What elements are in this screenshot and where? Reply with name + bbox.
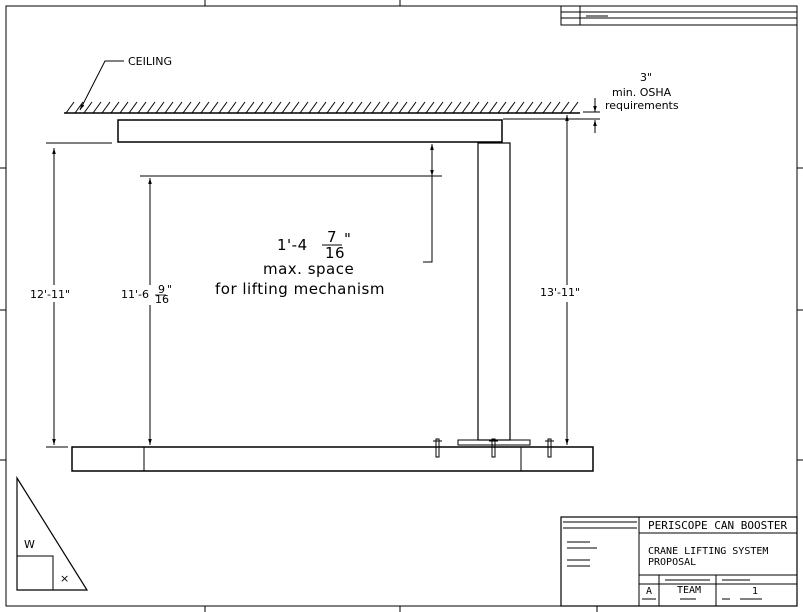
hatch-mark xyxy=(128,101,138,114)
hatch-mark xyxy=(398,101,408,114)
support-column xyxy=(457,142,531,446)
hatch-mark xyxy=(137,101,147,114)
hatch-mark xyxy=(470,101,480,114)
svg-text:": " xyxy=(167,283,172,296)
max-space-value: 1'-4 7 16 " xyxy=(277,228,351,262)
hatch-mark xyxy=(218,101,228,114)
revision-block xyxy=(560,5,798,26)
hatch-mark xyxy=(317,101,327,114)
hatch-mark xyxy=(308,101,318,114)
hatch-mark xyxy=(245,101,255,114)
triangle-w-label: W xyxy=(24,538,35,551)
triangle-x-mark: × xyxy=(60,572,69,585)
hatch-mark xyxy=(227,101,237,114)
hatch-mark xyxy=(335,101,345,114)
inner-height-dimension: 11'-6 9 16 " xyxy=(121,178,172,445)
sheet-number: 1 xyxy=(752,586,758,597)
hatch-mark xyxy=(362,101,372,114)
hatch-mark xyxy=(92,101,102,114)
svg-text:9: 9 xyxy=(158,283,165,296)
left-height-dimension: 12'-11" xyxy=(30,142,112,448)
inner-height-label: 11'-6 9 16 " xyxy=(121,283,172,306)
hatch-mark xyxy=(272,101,282,114)
hatch-mark xyxy=(542,101,552,114)
title-block: PERISCOPE CAN BOOSTER CRANE LIFTING SYST… xyxy=(560,516,798,607)
right-height-dimension: 13'-11" xyxy=(540,115,580,448)
hatch-mark xyxy=(236,101,246,114)
hatch-mark xyxy=(515,101,525,114)
hatch-mark xyxy=(83,101,93,114)
hatch-mark xyxy=(569,101,579,114)
hatch-mark xyxy=(299,101,309,114)
left-height-label: 12'-11" xyxy=(30,288,70,301)
hatch-mark xyxy=(101,101,111,114)
hatch-mark xyxy=(182,101,192,114)
svg-text:7: 7 xyxy=(327,228,337,246)
ceiling-label: CEILING xyxy=(128,55,172,68)
orientation-triangle: W × xyxy=(16,475,89,591)
hatch-mark xyxy=(326,101,336,114)
hatch-mark xyxy=(479,101,489,114)
hatch-mark xyxy=(263,101,273,114)
anchor-bolts xyxy=(433,438,554,458)
hatch-mark xyxy=(551,101,561,114)
svg-text:16: 16 xyxy=(155,293,169,306)
base-platform xyxy=(71,446,594,472)
ceiling-hatch xyxy=(64,101,580,114)
hatch-mark xyxy=(488,101,498,114)
hatch-mark xyxy=(119,101,129,114)
hatch-mark xyxy=(497,101,507,114)
hatch-mark xyxy=(200,101,210,114)
hatch-mark xyxy=(110,101,120,114)
hatch-mark xyxy=(524,101,534,114)
svg-text:11'-6: 11'-6 xyxy=(121,288,149,301)
hatch-mark xyxy=(533,101,543,114)
hatch-mark xyxy=(434,101,444,114)
max-space-line2: for lifting mechanism xyxy=(215,280,385,298)
clearance-value: 3" xyxy=(640,71,652,84)
hatch-mark xyxy=(443,101,453,114)
clearance-dimension: 3" min. OSHA requirements xyxy=(503,71,679,133)
hatch-mark xyxy=(425,101,435,114)
team-label: TEAM xyxy=(677,585,701,596)
svg-text:": " xyxy=(344,230,351,248)
hatch-mark xyxy=(155,101,165,114)
hatch-mark xyxy=(407,101,417,114)
hatch-mark xyxy=(191,101,201,114)
ceiling-callout: CEILING xyxy=(79,55,172,111)
hatch-mark xyxy=(560,101,570,114)
drawing-title-line1: CRANE LIFTING SYSTEM xyxy=(648,546,768,557)
clearance-line2: requirements xyxy=(605,99,679,112)
hatch-mark xyxy=(254,101,264,114)
crane-beam xyxy=(117,119,503,143)
svg-text:16: 16 xyxy=(325,244,345,262)
hatch-mark xyxy=(209,101,219,114)
hatch-mark xyxy=(290,101,300,114)
project-name: PERISCOPE CAN BOOSTER xyxy=(648,519,787,532)
clearance-line1: min. OSHA xyxy=(612,86,672,99)
hatch-mark xyxy=(344,101,354,114)
right-height-label: 13'-11" xyxy=(540,286,580,299)
hatch-mark xyxy=(461,101,471,114)
hatch-mark xyxy=(74,101,84,114)
hatch-mark xyxy=(371,101,381,114)
hatch-mark xyxy=(416,101,426,114)
hatch-mark xyxy=(353,101,363,114)
max-space-line1: max. space xyxy=(263,260,354,278)
max-space-dimension: 1'-4 7 16 " max. space for lifting mecha… xyxy=(140,144,442,298)
hatch-mark xyxy=(146,101,156,114)
hatch-mark xyxy=(452,101,462,114)
hatch-mark xyxy=(281,101,291,114)
svg-text:1'-4: 1'-4 xyxy=(277,236,308,254)
hatch-mark xyxy=(65,101,75,114)
sheet-size: A xyxy=(646,586,652,597)
hatch-mark xyxy=(173,101,183,114)
drawing-title-line2: PROPOSAL xyxy=(648,557,696,568)
hatch-mark xyxy=(389,101,399,114)
hatch-mark xyxy=(380,101,390,114)
hatch-mark xyxy=(506,101,516,114)
hatch-mark xyxy=(164,101,174,114)
